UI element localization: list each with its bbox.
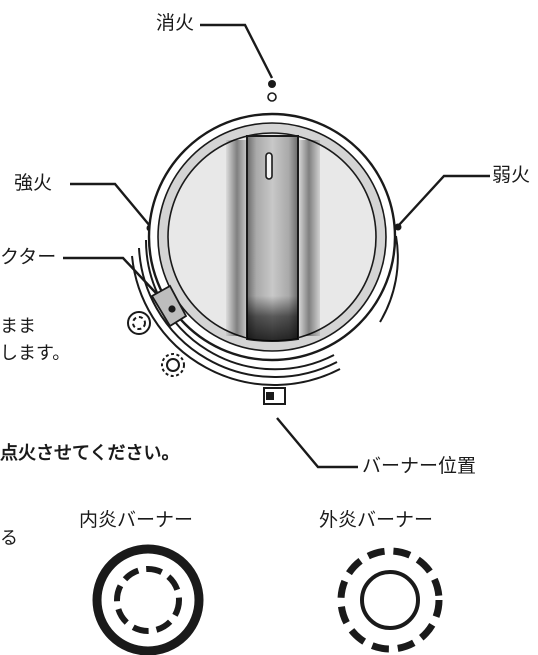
- selector-tab[interactable]: [150, 284, 188, 328]
- small-outer-burner-icon: [161, 353, 185, 377]
- note-line-1: まま: [0, 316, 36, 337]
- knob-scale-arcs: [131, 235, 399, 386]
- extinguish-leader: [200, 23, 277, 102]
- selector-leader: [63, 256, 171, 309]
- burner-position-leader: [276, 417, 358, 469]
- label-high-flame: 強火: [14, 172, 53, 194]
- low-leader: [394, 174, 490, 231]
- instruction-text: 点火させてください。: [0, 443, 180, 464]
- label-inner-burner: 内炎バーナー: [79, 509, 194, 531]
- gas-knob[interactable]: [147, 112, 397, 362]
- inner-flame-burner-icon: [92, 544, 204, 655]
- note-line-2: します。: [0, 343, 71, 364]
- label-burner-position: バーナー位置: [362, 455, 477, 477]
- burner-position-icon: [263, 387, 286, 405]
- high-leader: [70, 182, 154, 232]
- outer-flame-burner-icon: [337, 547, 443, 653]
- label-low-flame: 弱火: [492, 164, 531, 186]
- label-selector: クター: [0, 246, 57, 268]
- side-note: る: [0, 528, 18, 549]
- label-extinguish: 消火: [156, 12, 195, 34]
- label-outer-burner: 外炎バーナー: [319, 509, 434, 531]
- small-inner-burner-icon: [127, 311, 151, 335]
